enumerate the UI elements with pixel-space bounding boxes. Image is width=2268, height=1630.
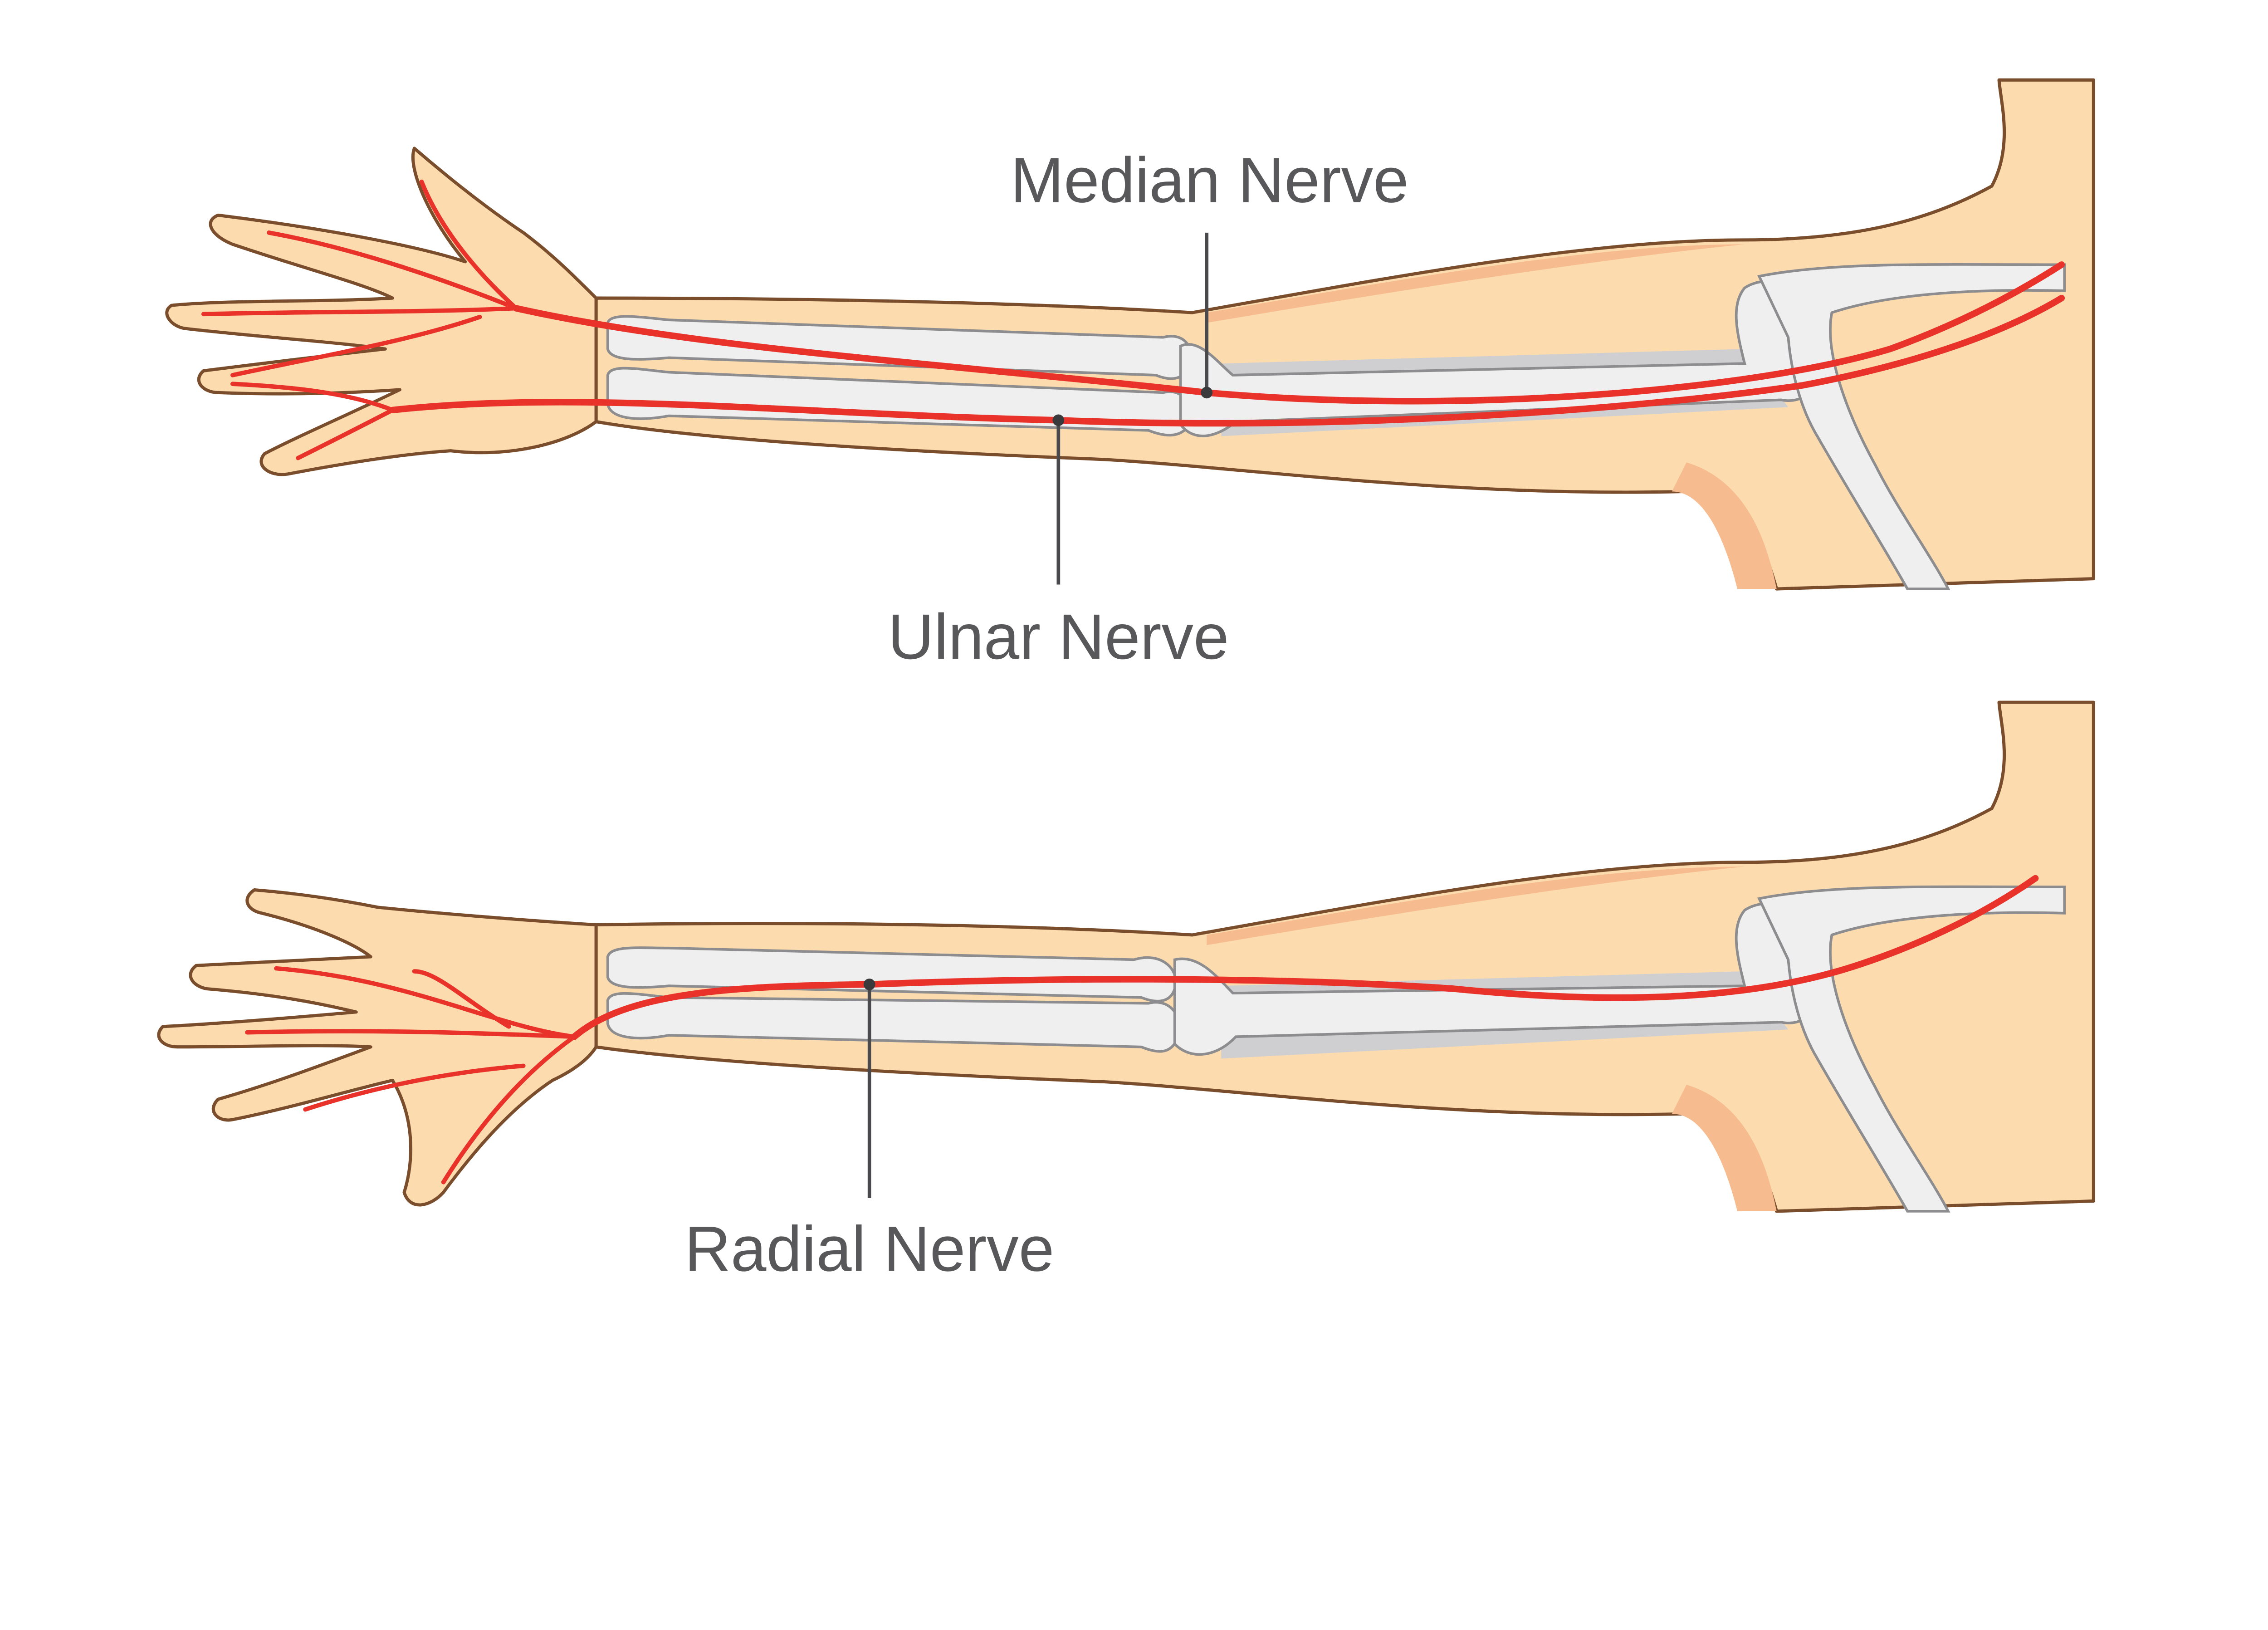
radial-marker-dot: [863, 979, 875, 990]
top-arm-skin: [594, 78, 2095, 591]
scapula-bone: [1757, 263, 2066, 590]
bottom-hand-skin: [157, 888, 598, 1207]
top-arm-illustration: [165, 78, 2095, 591]
radial-nerve-label: Radial Nerve: [684, 1213, 1054, 1284]
scapula-bone: [1757, 885, 2066, 1213]
ulnar-marker-dot: [1052, 414, 1065, 426]
median-nerve-label: Median Nerve: [1011, 144, 1409, 216]
median-marker-dot: [1201, 387, 1213, 399]
hand-nerve-branches: [245, 966, 577, 1185]
radial-nerve: [571, 875, 2039, 1040]
bottom-arm-illustration: [157, 700, 2095, 1213]
ulnar-nerve: [389, 294, 2065, 427]
hand-nerve-branches: [201, 179, 518, 460]
bottom-arm-skin: [594, 700, 2095, 1213]
median-nerve: [513, 261, 2065, 405]
arm-nerve-diagram: Median Nerve Ulnar Nerve Radial Nerve: [157, 78, 2095, 1284]
ulnar-nerve-label: Ulnar Nerve: [888, 601, 1229, 672]
